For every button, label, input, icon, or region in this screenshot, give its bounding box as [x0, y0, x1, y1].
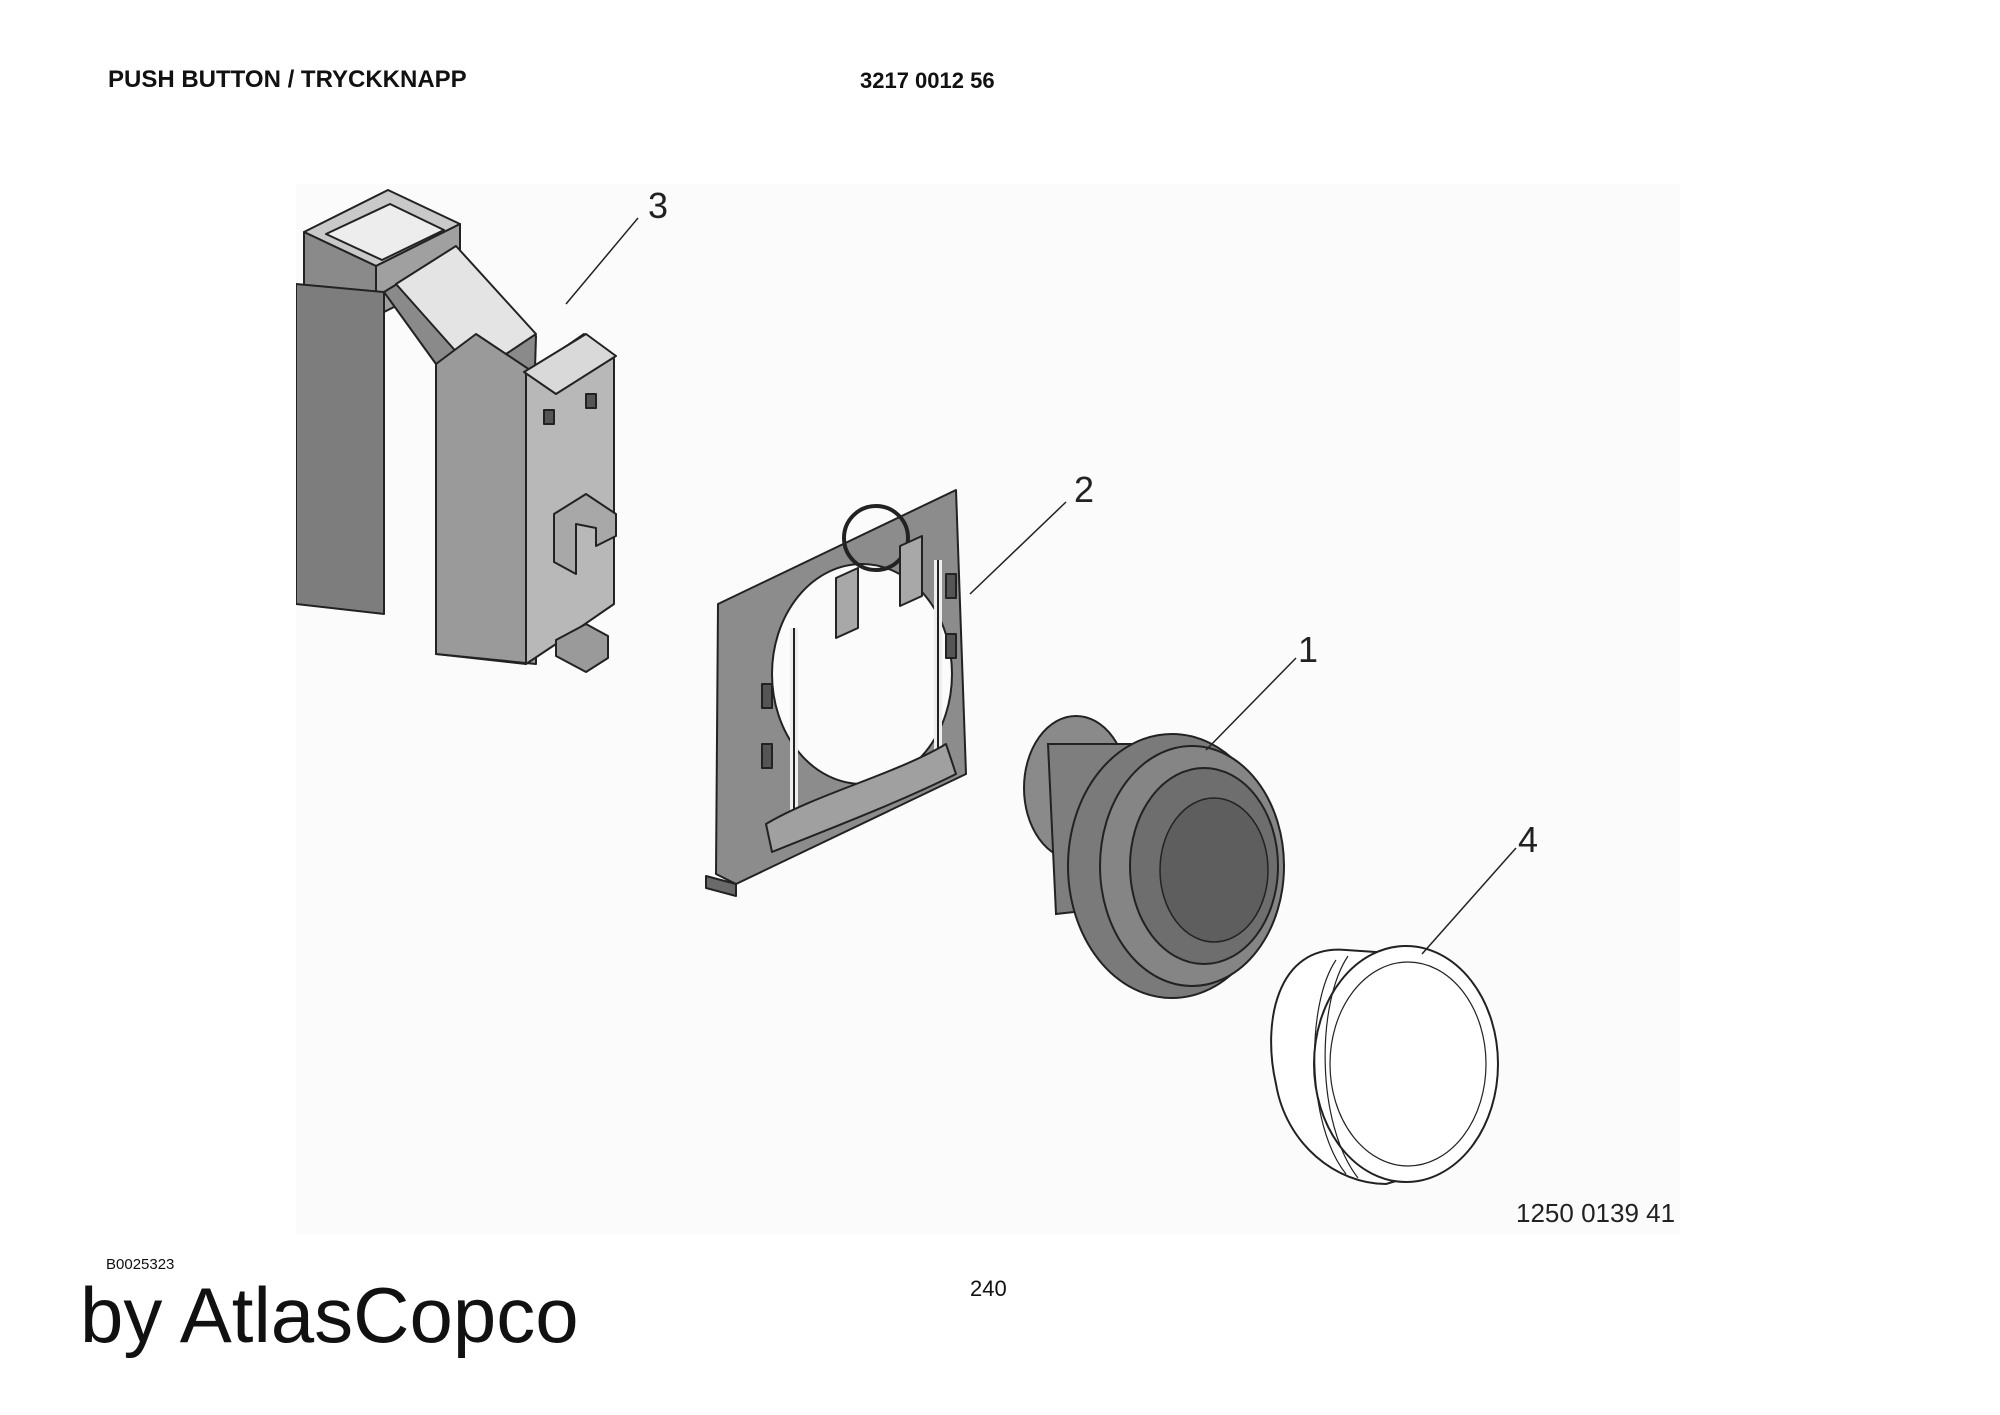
callout-4: 4: [1518, 819, 1538, 860]
figure-code: B0025323: [106, 1256, 175, 1273]
leader-line-1: [1205, 657, 1297, 751]
part-4-lens-cap: [1270, 945, 1499, 1186]
part-number: 3217 0012 56: [860, 68, 995, 93]
drawing-number: 1250 0139 41: [1516, 1198, 1676, 1228]
part-3-contact-block: [296, 189, 617, 673]
leader-line-3: [565, 217, 639, 305]
brand-logo-text: by AtlasCopco: [80, 1271, 579, 1359]
part-1-push-button: [1023, 715, 1285, 999]
leader-line-4: [1421, 847, 1517, 955]
callout-1: 1: [1298, 629, 1318, 670]
page-number: 240: [970, 1276, 1007, 1301]
leader-line-2: [969, 501, 1067, 595]
callout-2: 2: [1074, 469, 1094, 510]
callout-3: 3: [648, 185, 668, 226]
exploded-view-drawing: 3 2 1: [296, 184, 1680, 1234]
part-2-mounting-collar: [705, 489, 967, 897]
page-title: PUSH BUTTON / TRYCKKNAPP: [108, 66, 467, 93]
